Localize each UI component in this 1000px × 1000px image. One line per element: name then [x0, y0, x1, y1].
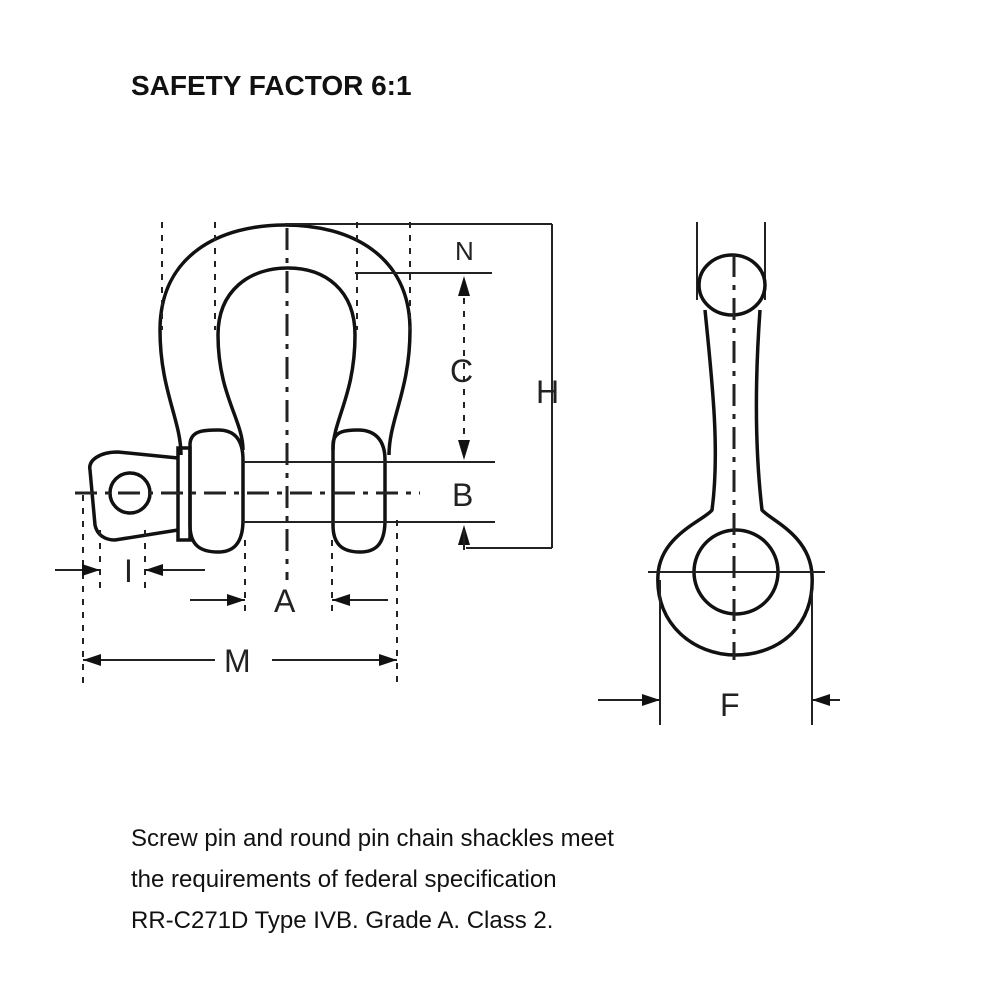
label-c: C [450, 353, 473, 389]
shackle-front-view [75, 222, 495, 685]
label-b: B [452, 477, 473, 513]
caption: Screw pin and round pin chain shackles m… [131, 818, 831, 941]
pin-collar [176, 446, 192, 542]
caption-line-3: RR-C271D Type IVB. Grade A. Class 2. [131, 907, 554, 934]
label-a: A [274, 583, 296, 619]
label-h: H [536, 374, 559, 410]
m-right-arrow [379, 654, 397, 666]
c-top-arrow [458, 276, 470, 296]
label-f: F [720, 687, 740, 723]
shackle-side-view [598, 222, 840, 725]
i-right-arrow [145, 564, 163, 576]
f-right-arrow [812, 694, 830, 706]
bow-outer-outline [158, 223, 412, 456]
label-i: I [124, 553, 133, 589]
side-top-cross-section [697, 253, 767, 317]
m-left-arrow [83, 654, 101, 666]
a-right-arrow [332, 594, 350, 606]
f-left-arrow [642, 694, 660, 706]
page-title: SAFETY FACTOR 6:1 [131, 70, 412, 101]
caption-line-2: the requirements of federal specificatio… [131, 866, 557, 893]
bow-inner-outline [216, 266, 357, 451]
c-bottom-arrow [458, 440, 470, 460]
dimension-lines-bottom [55, 564, 397, 666]
dimension-lines-front [285, 223, 553, 550]
pin-head [88, 450, 179, 542]
caption-line-1: Screw pin and round pin chain shackles m… [131, 825, 614, 852]
left-ear-outline [188, 428, 245, 554]
right-ear-outline [331, 428, 387, 554]
label-n: N [455, 236, 474, 266]
a-left-arrow [227, 594, 245, 606]
label-m: M [224, 643, 251, 679]
i-left-arrow [82, 564, 100, 576]
